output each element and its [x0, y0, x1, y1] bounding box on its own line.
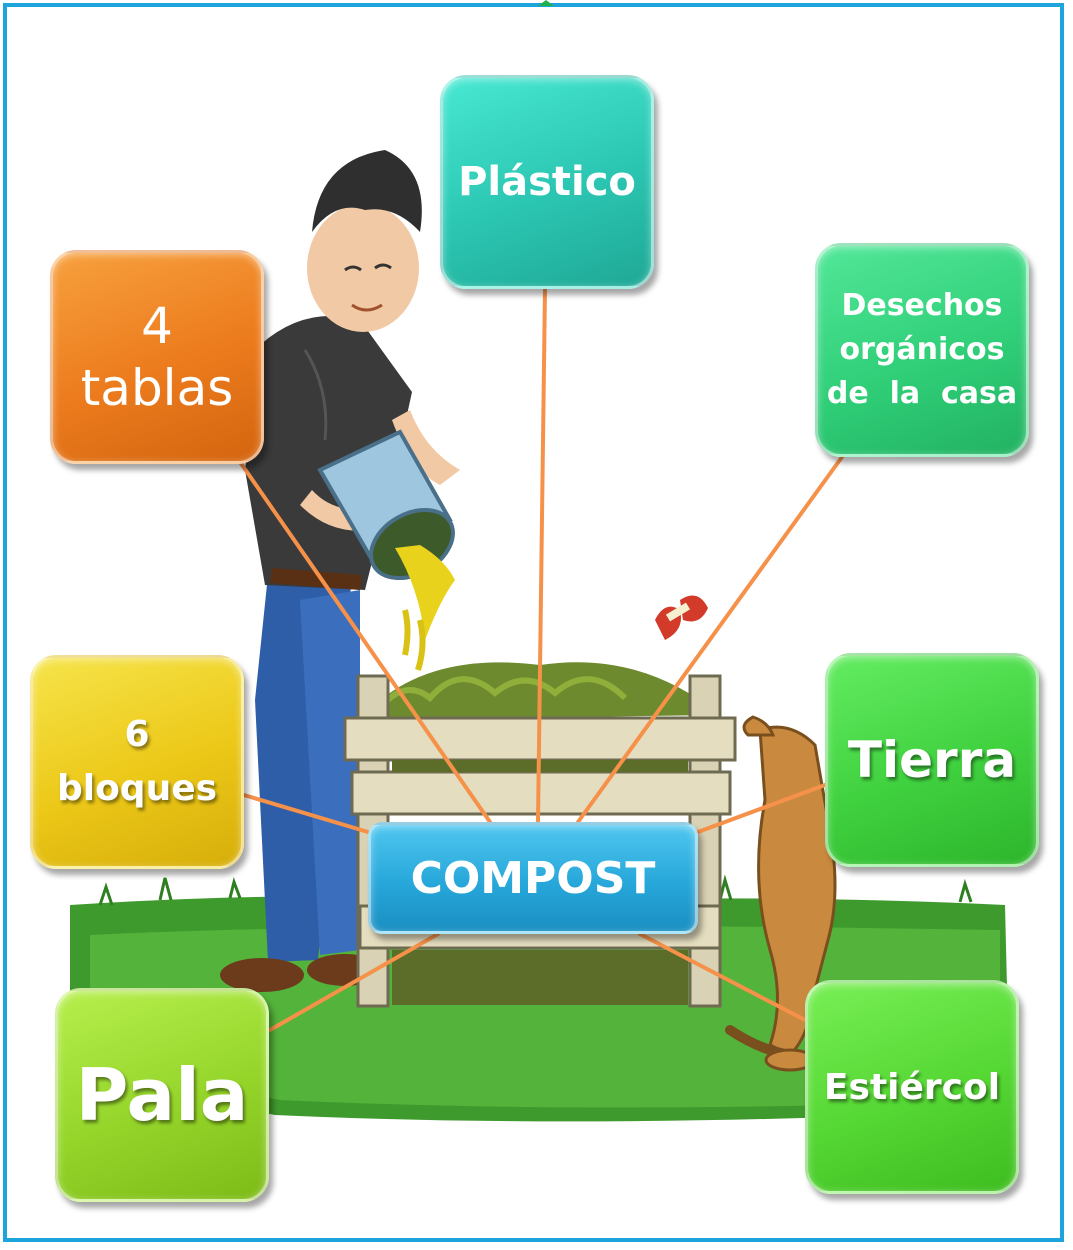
node-pala: Pala: [55, 988, 269, 1202]
node-tierra-label: Tierra: [847, 731, 1017, 789]
node-desechos-line-2: orgánicos: [839, 332, 1005, 367]
node-tablas-line-2: tablas: [80, 359, 234, 417]
node-bloques-line-2: bloques: [56, 768, 218, 809]
node-4-tablas: 4 tablas: [50, 250, 264, 464]
connector-pala: [268, 932, 440, 1032]
node-pala-label: Pala: [75, 1053, 249, 1137]
apple-core: [655, 595, 708, 640]
node-bloques-line-1: 6: [124, 714, 150, 755]
node-desechos-line-3: de la casa: [826, 376, 1018, 411]
connector-tablas: [238, 460, 492, 824]
connector-tierra: [696, 783, 827, 834]
node-estiercol-label: Estiércol: [823, 1066, 1001, 1108]
bucket-pouring: [317, 429, 455, 671]
dog-figure: [725, 715, 837, 1072]
node-desechos-line-1: Desechos: [841, 288, 1003, 323]
frame-top-marker: [538, 0, 554, 6]
node-estiercol: Estiércol: [805, 980, 1019, 1194]
connector-bloques: [242, 793, 370, 834]
node-desechos-organicos: Desechos orgánicos de la casa: [815, 243, 1029, 457]
connector-estiercol: [638, 932, 807, 1022]
node-plastico-label: Plástico: [458, 159, 636, 205]
node-6-bloques: 6 bloques: [30, 655, 244, 869]
node-tierra: Tierra: [825, 653, 1039, 867]
diagram-frame: [3, 3, 1064, 1242]
connector-lines: [238, 287, 844, 1032]
node-compost-center: COMPOST: [368, 822, 698, 934]
node-compost-label: COMPOST: [410, 852, 656, 904]
node-tablas-line-1: 4: [141, 297, 173, 355]
node-plastico: Plástico: [440, 75, 654, 289]
connector-plastico: [536, 287, 547, 824]
connector-desechos: [576, 455, 844, 824]
